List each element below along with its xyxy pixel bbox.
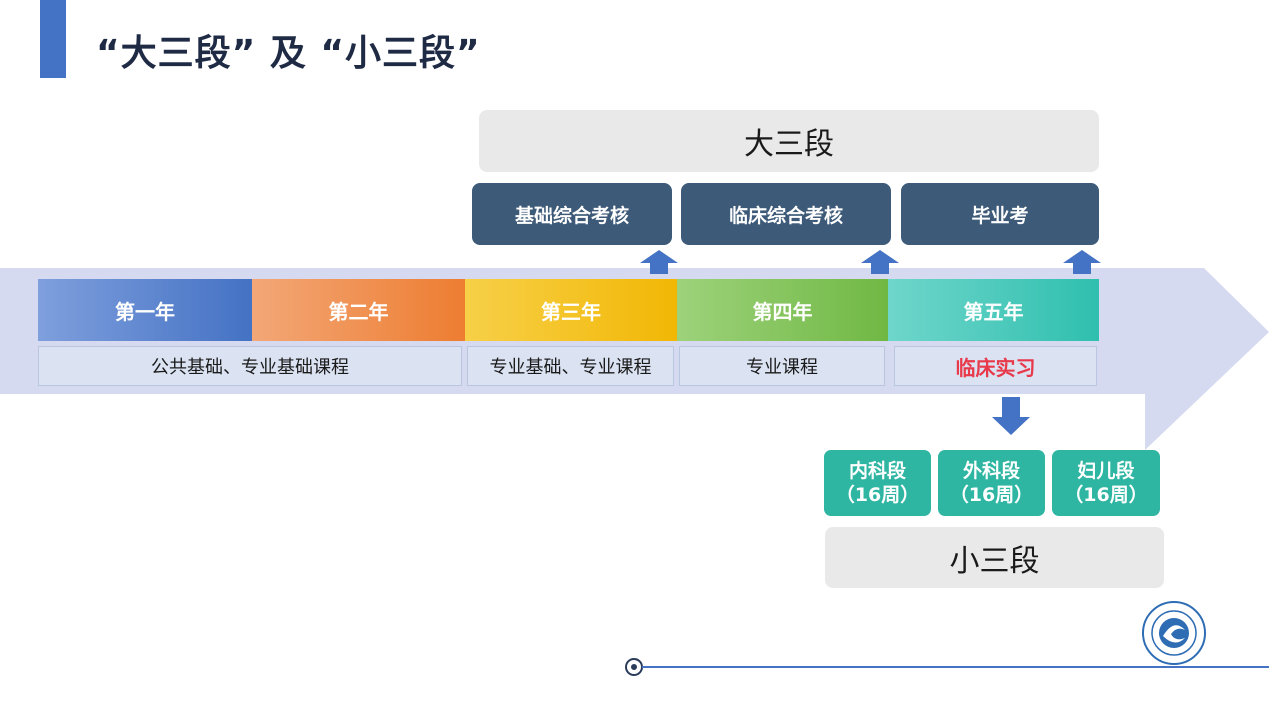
year-1: 第一年 — [38, 279, 252, 341]
course-clinical-internship: 临床实习 — [894, 346, 1097, 386]
stage-name: 妇儿段 — [1077, 460, 1135, 482]
up-arrow-icon — [1063, 250, 1101, 274]
stage-duration: （16周） — [949, 484, 1034, 506]
stage-name: 外科段 — [962, 460, 1020, 482]
year-4: 第四年 — [677, 279, 888, 341]
course-public-basic: 公共基础、专业基础课程 — [38, 346, 462, 386]
exam-basic-comprehensive: 基础综合考核 — [472, 183, 672, 245]
small-section-label: 小三段 — [825, 527, 1164, 588]
stage-name: 内科段 — [848, 460, 906, 482]
year-5: 第五年 — [888, 279, 1099, 341]
seal-logo — [1142, 601, 1206, 665]
stage-internal-medicine: 内科段 （16周） — [824, 450, 931, 516]
year-3: 第三年 — [465, 279, 677, 341]
down-arrow-icon — [992, 397, 1030, 435]
exam-clinical-comprehensive: 临床综合考核 — [681, 183, 891, 245]
page-title: “大三段” 及 “小三段” — [96, 33, 481, 74]
stage-duration: （16周） — [835, 484, 920, 506]
stage-duration: （16周） — [1064, 484, 1148, 506]
course-professional-basic: 专业基础、专业课程 — [467, 346, 674, 386]
stage-surgery: 外科段 （16周） — [938, 450, 1045, 516]
exam-graduation: 毕业考 — [901, 183, 1099, 245]
year-2: 第二年 — [252, 279, 465, 341]
stage-obstetrics-pediatrics: 妇儿段 （16周） — [1052, 450, 1160, 516]
up-arrow-icon — [861, 250, 899, 274]
up-arrow-icon — [640, 250, 678, 274]
big-section-label: 大三段 — [479, 110, 1099, 172]
decorative-line — [625, 658, 1269, 676]
course-professional: 专业课程 — [679, 346, 885, 386]
title-accent-bar — [40, 0, 66, 78]
